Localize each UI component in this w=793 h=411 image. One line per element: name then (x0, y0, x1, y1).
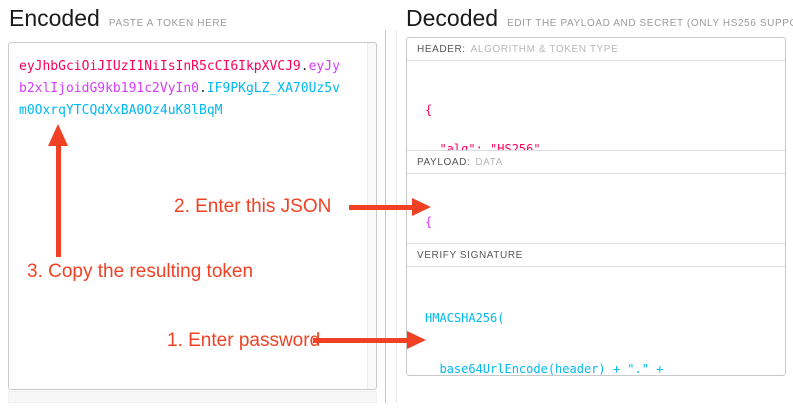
token-payload-segment: eyJyb2xlIjoidG9kb191c2VyIn0 (19, 59, 340, 96)
annotation-step2-arrow-head (412, 198, 431, 216)
code-line: { (425, 215, 433, 229)
token-header-segment: eyJhbGciOiJIUzI1NiIsInR5cCI6IkpXVCJ9 (19, 59, 301, 74)
encoded-header: Encoded PASTE A TOKEN HERE (9, 5, 227, 32)
header-section-label: HEADER: (417, 43, 466, 55)
decoded-panel: HEADER: ALGORITHM & TOKEN TYPE { "alg": … (406, 37, 786, 376)
header-section-sublabel: ALGORITHM & TOKEN TYPE (470, 43, 619, 55)
code-line: { (425, 103, 433, 117)
token-text: eyJhbGciOiJIUzI1NiIsInR5cCI6IkpXVCJ9.eyJ… (19, 56, 343, 122)
token-separator-dot-2: . (199, 81, 207, 96)
encoded-subtitle: PASTE A TOKEN HERE (108, 18, 228, 29)
encoded-horizontal-scrollbar[interactable] (8, 391, 377, 403)
annotation-step1-arrow-shaft (313, 338, 408, 343)
annotation-step2-label: 2. Enter this JSON (174, 196, 332, 217)
token-separator-dot-1: . (300, 59, 309, 74)
header-section-title: HEADER: ALGORITHM & TOKEN TYPE (407, 38, 785, 61)
decoded-header: Decoded EDIT THE PAYLOAD AND SECRET (ONL… (406, 5, 793, 32)
annotation-step1-arrow-head (407, 331, 426, 349)
annotation-step3-arrow-shaft (56, 145, 61, 257)
panel-divider (385, 30, 386, 403)
token-signature-segment: IF9PKgLZ_XA70Uz5vm0OxrqYTCQdXxBA0Oz4uK8l… (19, 81, 340, 118)
signature-editor: HMACSHA256( base64UrlEncode(header) + ".… (407, 267, 785, 375)
annotation-step2-arrow-shaft (349, 205, 414, 210)
payload-section-sublabel: DATA (475, 156, 503, 168)
annotation-step3-arrow-head (48, 124, 68, 146)
panel-divider-shadow (396, 30, 397, 403)
payload-section-title: PAYLOAD: DATA (407, 151, 785, 174)
header-editor[interactable]: { "alg": "HS256", "typ": "JWT" } (407, 61, 785, 151)
code-line: HMACSHA256( (425, 311, 505, 325)
encoded-vertical-scrollbar[interactable] (367, 43, 376, 389)
payload-editor[interactable]: { "role": "todo_user" } (407, 174, 785, 244)
payload-section-label: PAYLOAD: (417, 156, 471, 168)
annotation-step3-label: 3. Copy the resulting token (27, 261, 254, 282)
encoded-token-input[interactable]: eyJhbGciOiJIUzI1NiIsInR5cCI6IkpXVCJ9.eyJ… (8, 42, 377, 390)
code-line: base64UrlEncode(header) + "." + (425, 362, 664, 375)
code-line: "alg": "HS256", (425, 142, 548, 151)
annotation-step1-label: 1. Enter password (167, 330, 321, 351)
signature-section-label: VERIFY SIGNATURE (417, 249, 523, 261)
signature-section-title: VERIFY SIGNATURE (407, 244, 785, 267)
encoded-title: Encoded (9, 5, 100, 31)
decoded-title: Decoded (406, 5, 499, 31)
decoded-subtitle: EDIT THE PAYLOAD AND SECRET (ONLY HS256 … (507, 18, 793, 29)
